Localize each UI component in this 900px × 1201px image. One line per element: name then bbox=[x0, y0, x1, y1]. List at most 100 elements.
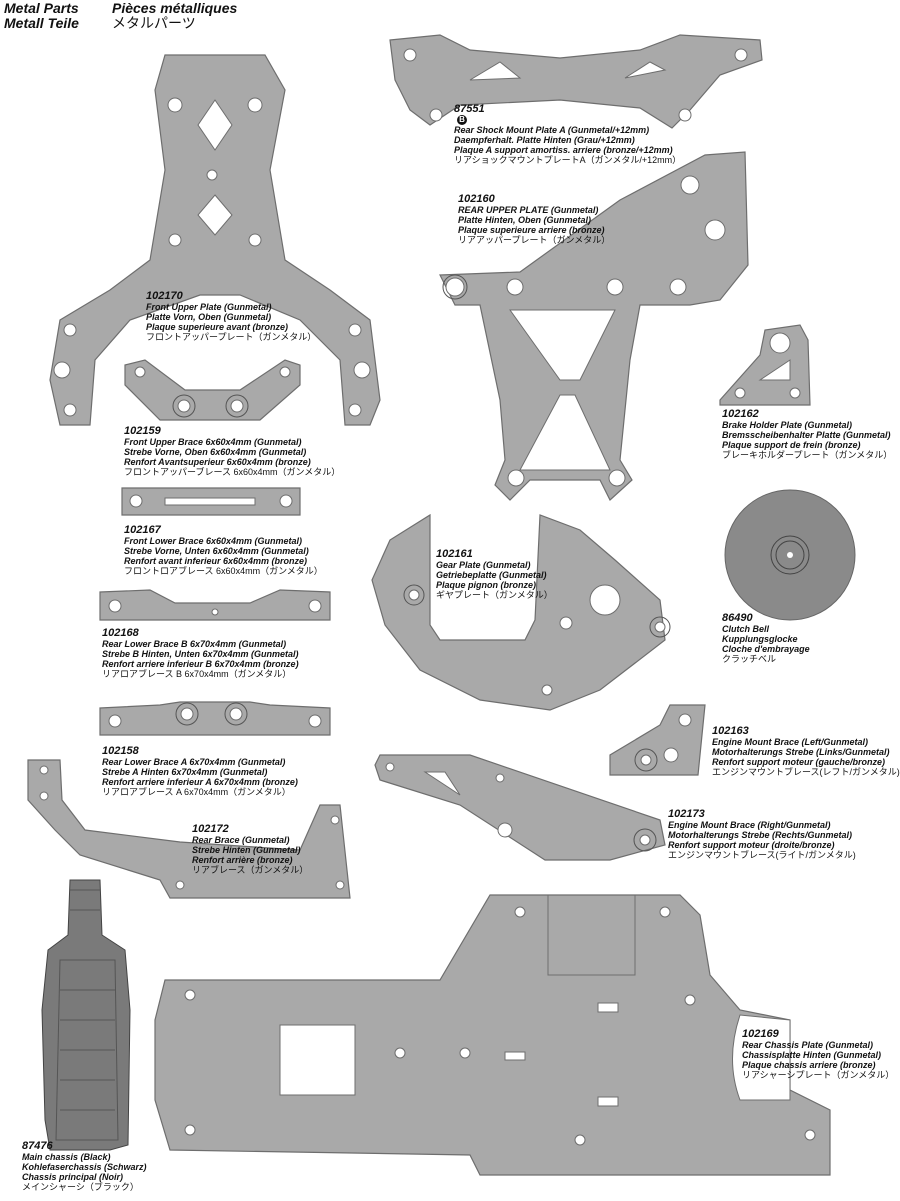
part-102162-shape bbox=[719, 324, 811, 406]
badge-icon: B bbox=[457, 115, 467, 125]
part-number: 102173 bbox=[668, 808, 705, 820]
part-description-jp: リアショックマウントプレートA（ガンメタル/+12mm） bbox=[454, 155, 682, 165]
part-description-jp: リアシャーシプレート（ガンメタル） bbox=[742, 1070, 895, 1080]
part-description: Rear Shock Mount Plate A (Gunmetal/+12mm… bbox=[454, 125, 650, 135]
part-description: Platte Hinten, Oben (Gunmetal) bbox=[458, 215, 592, 225]
part-description: Front Upper Plate (Gunmetal) bbox=[146, 302, 272, 312]
part-number: 87476 bbox=[22, 1140, 53, 1152]
part-description: Engine Mount Brace (Right/Gunmetal) bbox=[668, 820, 831, 830]
part-102158-shape bbox=[99, 701, 331, 736]
part-number: 102172 bbox=[192, 823, 229, 835]
part-description: Plaque pignon (bronze) bbox=[436, 580, 536, 590]
part-description: REAR UPPER PLATE (Gunmetal) bbox=[458, 205, 599, 215]
part-number: 102167 bbox=[124, 524, 161, 536]
part-description: Strebe Vorne, Oben 6x60x4mm (Gunmetal) bbox=[124, 447, 307, 457]
part-description: Plaque support de frein (bronze) bbox=[722, 440, 861, 450]
part-description: Strebe Hinten (Gunmetal) bbox=[192, 845, 301, 855]
part-102170-shape bbox=[49, 54, 381, 426]
part-description: Kohlefaserchassis (Schwarz) bbox=[22, 1162, 147, 1172]
part-description: Gear Plate (Gunmetal) bbox=[436, 560, 531, 570]
part-description-jp: ギヤプレート（ガンメタル） bbox=[436, 590, 553, 600]
part-87476-shape bbox=[41, 879, 131, 1151]
part-description: Renfort arriere inferieur A 6x70x4mm (br… bbox=[102, 777, 298, 787]
part-description: Rear Lower Brace A 6x70x4mm (Gunmetal) bbox=[102, 757, 286, 767]
part-description-jp: リアロアブレース B 6x70x4mm（ガンメタル） bbox=[102, 669, 292, 679]
part-description: Renfort support moteur (droite/bronze) bbox=[668, 840, 835, 850]
part-number: 102159 bbox=[124, 425, 161, 437]
part-102161-shape bbox=[371, 513, 671, 711]
part-description-jp: リアブレース（ガンメタル） bbox=[192, 865, 309, 875]
part-description: Main chassis (Black) bbox=[22, 1152, 111, 1162]
part-number: 102163 bbox=[712, 725, 749, 737]
part-description: Strebe A Hinten 6x70x4mm (Gunmetal) bbox=[102, 767, 268, 777]
part-description: Renfort support moteur (gauche/bronze) bbox=[712, 757, 885, 767]
part-description: Engine Mount Brace (Left/Gunmetal) bbox=[712, 737, 869, 747]
part-description: Bremsscheibenhalter Platte (Gunmetal) bbox=[722, 430, 891, 440]
part-description: Rear Brace (Gunmetal) bbox=[192, 835, 290, 845]
part-description: Plaque chassis arriere (bronze) bbox=[742, 1060, 876, 1070]
part-description: Rear Lower Brace B 6x70x4mm (Gunmetal) bbox=[102, 639, 287, 649]
part-102159-shape bbox=[124, 359, 301, 421]
part-description: Kupplungsglocke bbox=[722, 634, 798, 644]
part-description-jp: クラッチベル bbox=[722, 654, 777, 664]
part-description-jp: エンジンマウントブレース(レフト/ガンメタル) bbox=[712, 767, 900, 777]
part-102172-shape bbox=[27, 759, 351, 899]
header-title-de: Metall Teile bbox=[4, 15, 79, 31]
part-description: Plaque superieure arriere (bronze) bbox=[458, 225, 605, 235]
part-number: 102162 bbox=[722, 408, 759, 420]
part-102160-shape bbox=[439, 151, 749, 501]
part-description: Renfort arriere inferieur B 6x70x4mm (br… bbox=[102, 659, 299, 669]
part-description-jp: フロントロアブレース 6x60x4mm（ガンメタル） bbox=[124, 566, 323, 576]
part-description: Rear Chassis Plate (Gunmetal) bbox=[742, 1040, 874, 1050]
part-description: Motorhalterungs Strebe (Rechts/Gunmetal) bbox=[668, 830, 853, 840]
part-description: Renfort avant inferieur 6x60x4mm (bronze… bbox=[124, 556, 308, 566]
part-description: Cloche d'embrayage bbox=[722, 644, 810, 654]
part-description: Strebe Vorne, Unten 6x60x4mm (Gunmetal) bbox=[124, 546, 309, 556]
part-number: 102161 bbox=[436, 548, 473, 560]
part-description: Clutch Bell bbox=[722, 624, 770, 634]
part-description-jp: フロントアッパーブレース 6x60x4mm（ガンメタル） bbox=[124, 467, 341, 477]
part-description: Daempferhalt. Platte Hinten (Grau/+12mm) bbox=[454, 135, 635, 145]
part-number: 86490 bbox=[722, 612, 753, 624]
part-87551-shape bbox=[389, 34, 763, 129]
part-102173-shape bbox=[374, 754, 666, 861]
part-number: 102158 bbox=[102, 745, 139, 757]
part-description-jp: ブレーキホルダープレート（ガンメタル） bbox=[722, 450, 893, 460]
header-title-en: Metal Parts bbox=[4, 0, 79, 16]
part-description-jp: リアアッパープレート（ガンメタル） bbox=[458, 235, 611, 245]
part-description: Platte Vorn, Oben (Gunmetal) bbox=[146, 312, 272, 322]
part-number: 102160 bbox=[458, 193, 495, 205]
header-title-jp: メタルパーツ bbox=[112, 15, 196, 31]
part-description: Strebe B Hinten, Unten 6x70x4mm (Gunmeta… bbox=[102, 649, 299, 659]
part-description-jp: エンジンマウントブレース(ライト/ガンメタル) bbox=[668, 850, 856, 860]
part-description: Chassis principal (Noir) bbox=[22, 1172, 124, 1182]
part-86490-shape bbox=[724, 489, 856, 621]
part-description: Renfort arrière (bronze) bbox=[192, 855, 293, 865]
part-description: Front Upper Brace 6x60x4mm (Gunmetal) bbox=[124, 437, 302, 447]
part-description: Chassisplatte Hinten (Gunmetal) bbox=[742, 1050, 882, 1060]
part-number: 102168 bbox=[102, 627, 139, 639]
header-title-fr: Pièces métalliques bbox=[112, 0, 238, 16]
part-102168-shape bbox=[99, 589, 331, 621]
part-102169-shape bbox=[154, 894, 831, 1176]
part-description-jp: フロントアッパープレート（ガンメタル） bbox=[146, 332, 317, 342]
part-number: 102170 bbox=[146, 290, 183, 302]
part-description-jp: リアロアブレース A 6x70x4mm（ガンメタル） bbox=[102, 787, 291, 797]
part-description: Brake Holder Plate (Gunmetal) bbox=[722, 420, 853, 430]
